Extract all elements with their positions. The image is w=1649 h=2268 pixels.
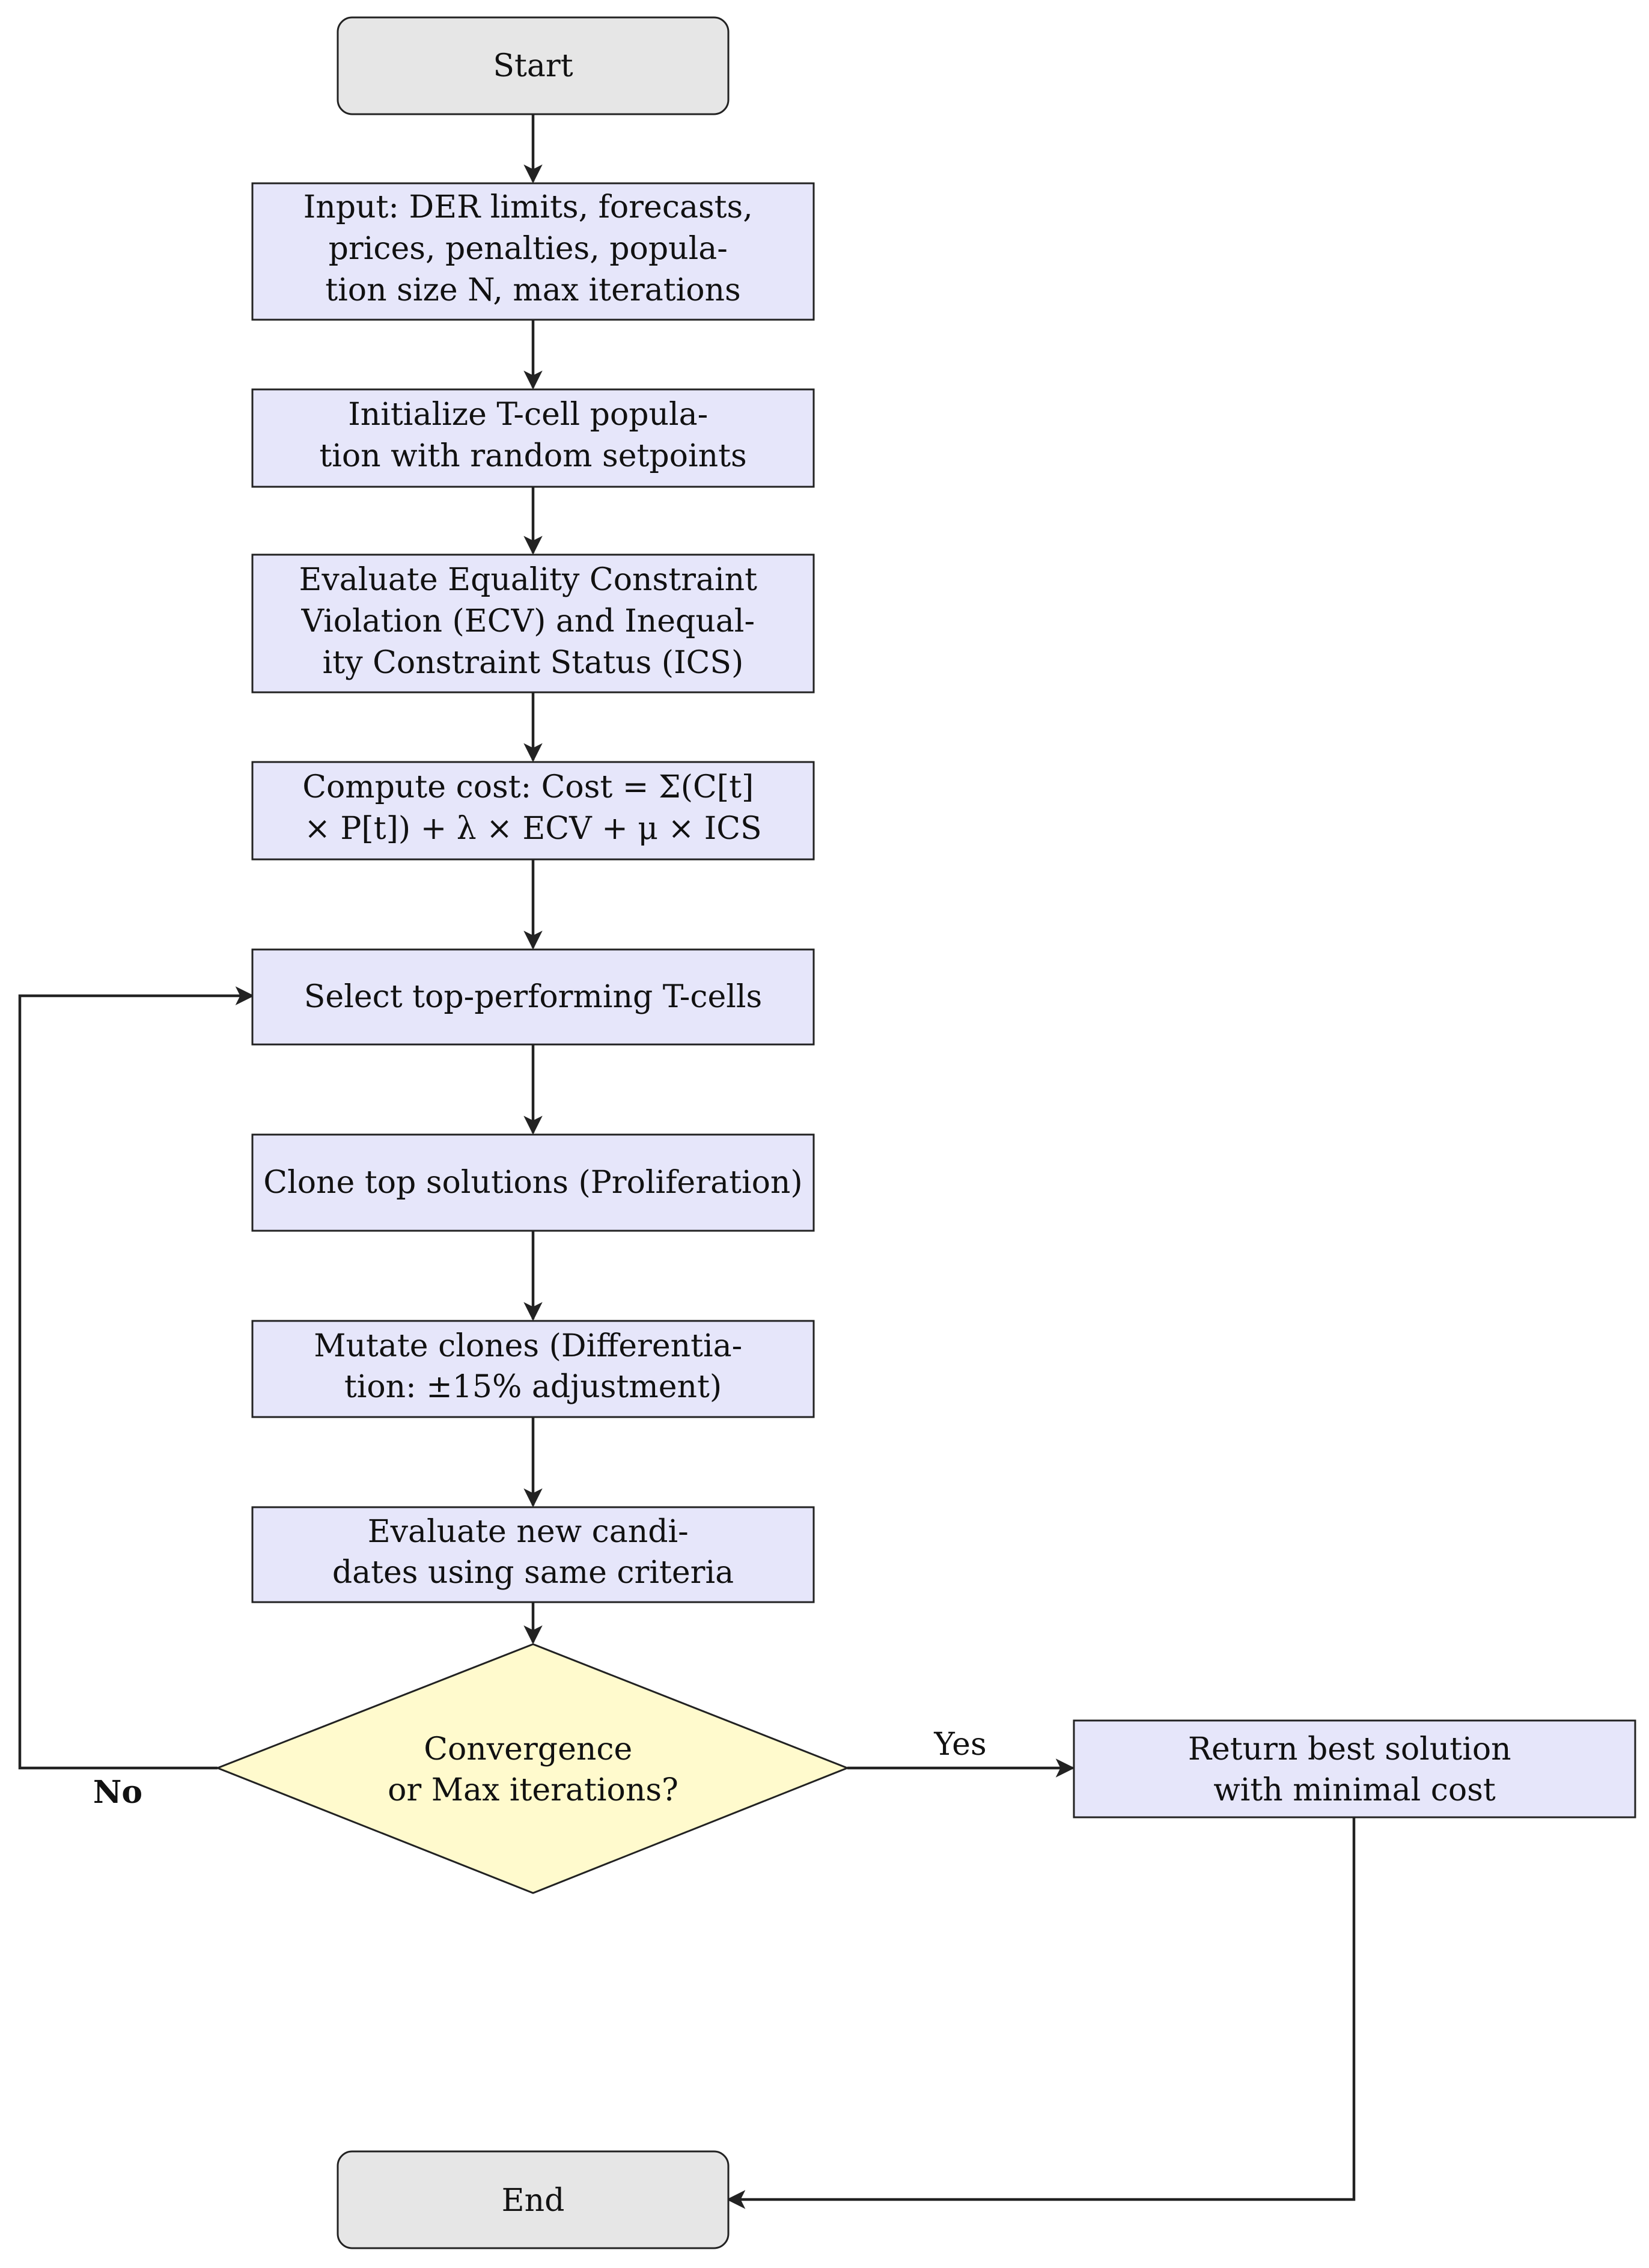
end-label: End [502,2183,565,2219]
end-node: End [337,2150,730,2249]
compute-cost-line-2: × P[t]) + λ × ECV + μ × ICS [304,811,761,847]
evaluate-constraints-line-2: Violation (ECV) and Inequal- [300,603,755,639]
decision-node: Convergence or Max iterations? [215,1643,850,1894]
mutate-line-2: tion: ±15% adjustment) [344,1369,722,1405]
initialize-line-2: tion with random setpoints [319,438,746,474]
evaluate-new-text: Evaluate new candi- dates using same cri… [332,1514,734,1591]
start-node: Start [337,16,730,115]
clone-box [251,1133,815,1232]
input-box [251,182,815,321]
evaluate-new-line-2: dates using same criteria [332,1555,734,1591]
compute-cost-text: Compute cost: Cost = Σ(C[t] × P[t]) + λ … [302,769,764,847]
select-step: Select top-performing T-cells [251,948,815,1046]
mutate-text: Mutate clones (Differentia- tion: ±15% a… [314,1328,752,1405]
decision-text: Convergence or Max iterations? [388,1731,678,1808]
arrow-decision-no-loop [18,986,255,1770]
mutate-box [251,1320,815,1418]
start-box [337,16,730,115]
result-box [1073,1719,1636,1818]
select-box [251,948,815,1046]
mutate-step: Mutate clones (Differentia- tion: ±15% a… [251,1320,815,1418]
result-text: Return best solution with minimal cost [1188,1731,1521,1808]
end-box [337,2150,730,2249]
initialize-text: Initialize T-cell popula- tion with rand… [319,397,746,474]
evaluate-constraints-text: Evaluate Equality Constraint Violation (… [299,562,767,681]
evaluate-new-step: Evaluate new candi- dates using same cri… [251,1506,815,1603]
select-text: Select top-performing T-cells [304,979,762,1015]
compute-cost-line-1: Compute cost: Cost = Σ(C[t] [302,769,754,805]
result-line-2: with minimal cost [1213,1772,1496,1808]
initialize-line-1: Initialize T-cell popula- [348,397,708,433]
input-line-3: tion size N, max iterations [325,272,740,308]
decision-line-2: or Max iterations? [388,1772,678,1808]
initialize-box [251,388,815,488]
result-line-1: Return best solution [1188,1731,1511,1767]
input-step: Input: DER limits, forecasts, prices, pe… [251,182,815,321]
initialize-step: Initialize T-cell popula- tion with rand… [251,388,815,488]
mutate-line-1: Mutate clones (Differentia- [314,1328,742,1364]
result-step: Return best solution with minimal cost [1073,1719,1636,1818]
input-text: Input: DER limits, forecasts, prices, pe… [303,189,763,308]
arrow-result-to-end [726,1817,1356,2209]
start-label: Start [493,48,573,84]
evaluate-constraints-step: Evaluate Equality Constraint Violation (… [251,553,815,694]
compute-cost-box [251,761,815,861]
input-line-1: Input: DER limits, forecasts, [303,189,753,225]
clone-step: Clone top solutions (Proliferation) [251,1133,815,1232]
evaluate-new-line-1: Evaluate new candi- [368,1514,689,1550]
yes-label: Yes [933,1727,986,1763]
connectors [18,114,1356,2209]
clone-text: Clone top solutions (Proliferation) [263,1165,802,1201]
evaluate-constraints-line-1: Evaluate Equality Constraint [299,562,757,598]
decision-line-1: Convergence [424,1731,632,1767]
input-line-2: prices, penalties, popula- [329,231,728,267]
decision-diamond [215,1643,850,1894]
evaluate-constraints-box [251,553,815,694]
no-label: No [93,1774,142,1811]
evaluate-constraints-line-3: ity Constraint Status (ICS) [323,645,744,681]
compute-cost-step: Compute cost: Cost = Σ(C[t] × P[t]) + λ … [251,761,815,861]
evaluate-new-box [251,1506,815,1603]
